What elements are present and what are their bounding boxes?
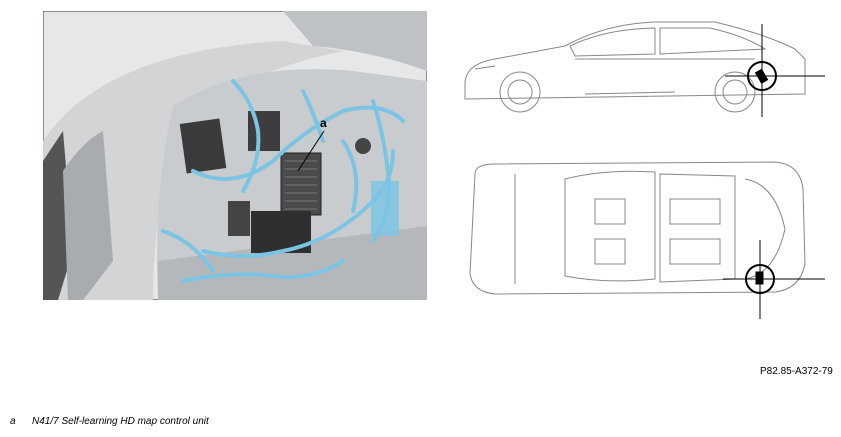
left-lower-module bbox=[228, 201, 250, 236]
top-view-location-marker bbox=[723, 240, 825, 319]
legend-text: N41/7 Self-learning HD map control unit bbox=[32, 416, 209, 427]
map-control-unit bbox=[280, 152, 322, 216]
upper-left-module bbox=[179, 118, 227, 174]
vehicle-side-view bbox=[464, 21, 806, 113]
figure-reference-id: P82.85-A372-79 bbox=[760, 366, 833, 377]
callout-leader-line bbox=[297, 130, 325, 172]
legend-key: a bbox=[10, 416, 16, 427]
trunk-compartment-illustration: a bbox=[43, 11, 427, 300]
vehicle-top-view bbox=[469, 161, 806, 295]
legend: a N41/7 Self-learning HD map control unit bbox=[10, 416, 209, 427]
callout-label: a bbox=[320, 116, 327, 130]
vehicle-location-views bbox=[464, 21, 825, 319]
side-view-location-marker bbox=[725, 24, 825, 117]
